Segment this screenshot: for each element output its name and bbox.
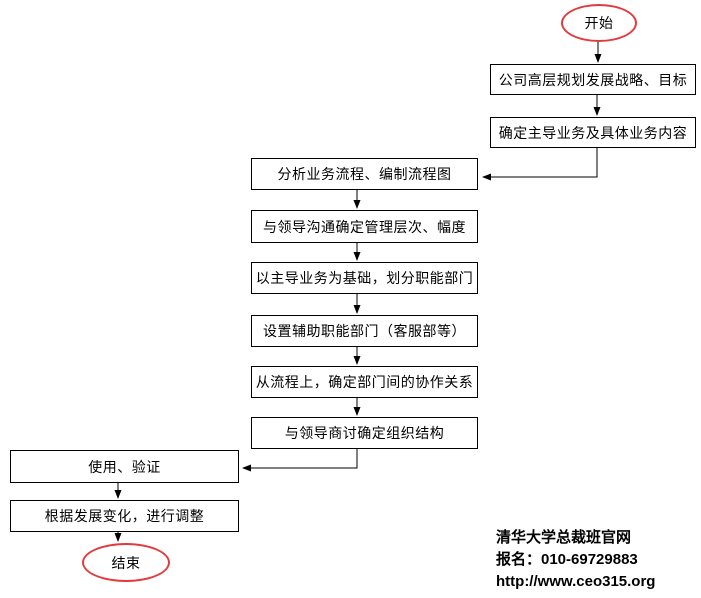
footer-site-name: 清华大学总裁班官网 [496,529,632,546]
node-cooperation-box: 从流程上，确定部门间的协作关系 [251,366,478,398]
node-adjust-box: 根据发展变化，进行调整 [10,500,239,532]
node-divide-label: 以主导业务为基础，划分职能部门 [255,270,474,286]
node-end-label: 结束 [111,554,141,571]
node-discuss-label: 与领导商讨确定组织结构 [284,425,445,441]
node-business-box: 确定主导业务及具体业务内容 [490,117,696,148]
footer-contact-block: 清华大学总裁班官网 报名：010-69729883 http://www.ceo… [496,527,655,593]
node-end-terminator: 结束 [82,543,170,582]
node-analyze-label: 分析业务流程、编制流程图 [277,166,452,182]
arrow-discuss-to-verify [242,449,358,472]
node-verify-box: 使用、验证 [10,450,239,483]
node-auxiliary-label: 设置辅助职能部门（客服部等） [263,323,466,339]
node-strategy-label: 公司高层规划发展战略、目标 [498,71,688,88]
node-cooperation-label: 从流程上，确定部门间的协作关系 [255,374,474,390]
node-business-label: 确定主导业务及具体业务内容 [498,124,688,141]
node-auxiliary-box: 设置辅助职能部门（客服部等） [251,315,478,347]
node-divide-box: 以主导业务为基础，划分职能部门 [251,262,478,294]
footer-phone: 报名：010-69729883 [496,551,638,568]
node-adjust-label: 根据发展变化，进行调整 [44,508,205,524]
node-verify-label: 使用、验证 [88,458,161,475]
node-start-label: 开始 [584,15,614,31]
node-analyze-box: 分析业务流程、编制流程图 [251,158,478,190]
node-discuss-box: 与领导商讨确定组织结构 [251,417,478,449]
arrow-business-to-analyze [482,148,598,181]
node-communicate-box: 与领导沟通确定管理层次、幅度 [251,210,478,243]
node-start-terminator: 开始 [561,4,637,42]
footer-url: http://www.ceo315.org [496,573,656,590]
node-communicate-label: 与领导沟通确定管理层次、幅度 [263,218,466,235]
node-strategy-box: 公司高层规划发展战略、目标 [490,64,696,95]
